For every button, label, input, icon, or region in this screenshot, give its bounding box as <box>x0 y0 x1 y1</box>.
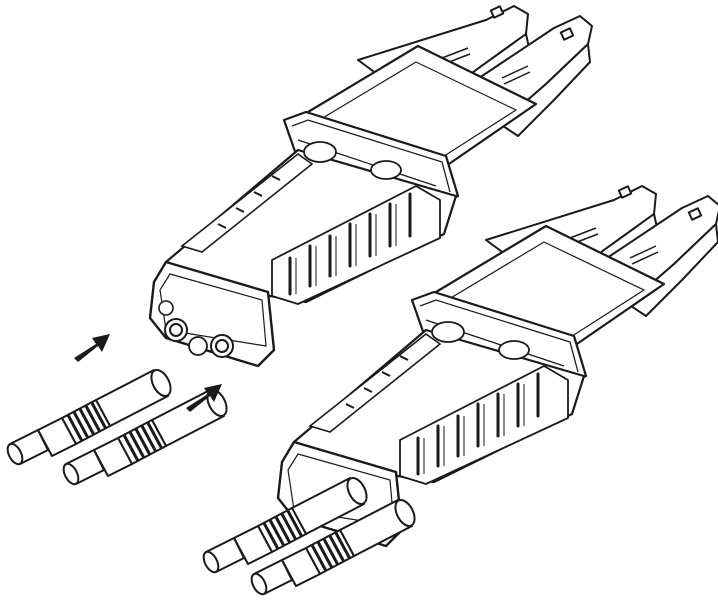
torch-lens-icon <box>158 300 174 316</box>
tester-body-before <box>148 4 594 368</box>
center-indicator-icon <box>188 336 208 356</box>
socket-left-icon <box>164 318 188 342</box>
insert-arrow-left-icon <box>74 334 110 362</box>
socket-right-icon <box>210 334 234 358</box>
